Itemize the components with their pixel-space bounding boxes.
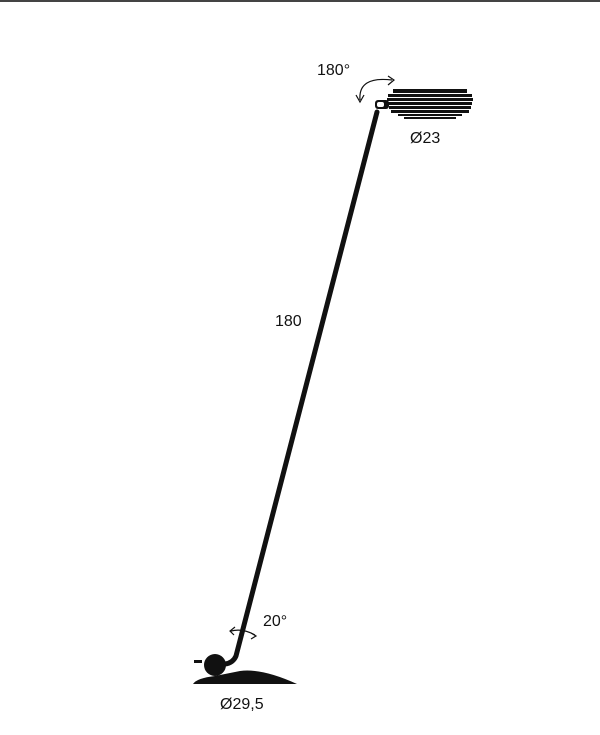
head-rotation-label: 180° (317, 62, 351, 79)
head-joint (375, 100, 389, 109)
base-rotation-arrow (229, 626, 258, 640)
base-ball-joint (204, 654, 226, 676)
base-rotation-label: 20° (263, 613, 288, 630)
lamp-head (387, 89, 473, 119)
base-switch (194, 660, 202, 663)
lamp-stem (222, 109, 380, 667)
base-plate (193, 670, 297, 684)
height-label: 180 (275, 313, 302, 330)
head-diameter-label: Ø23 (410, 130, 441, 147)
head-rotation-arrow (355, 75, 396, 104)
top-border-line (0, 0, 600, 2)
base-diameter-label: Ø29,5 (220, 696, 264, 713)
